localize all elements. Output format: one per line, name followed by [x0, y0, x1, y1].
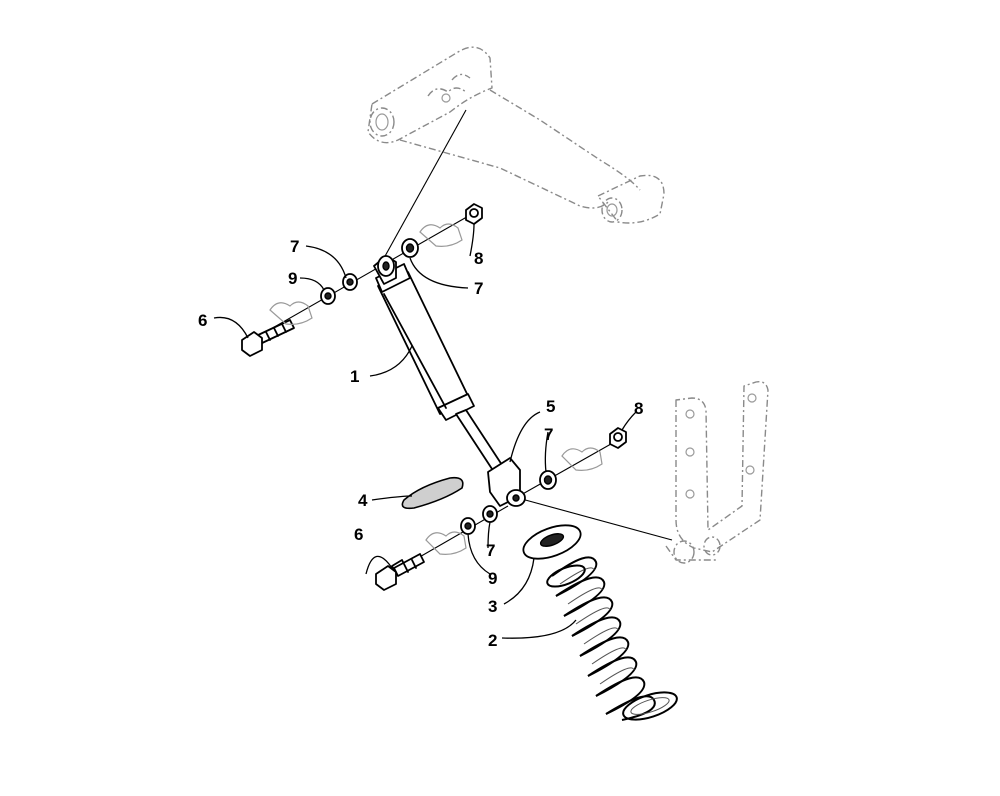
callout-9-top: 9 — [288, 269, 297, 288]
callout-2: 2 — [488, 631, 497, 650]
callout-3: 3 — [488, 597, 497, 616]
callout-7-bottom: 7 — [486, 541, 495, 560]
callout-7-top-left: 7 — [290, 237, 299, 256]
callout-6-top: 6 — [198, 311, 207, 330]
bottom-washer-right — [539, 470, 557, 490]
frame-bracket-reference — [665, 380, 769, 564]
top-nut — [465, 203, 483, 225]
spring-retainer — [522, 524, 582, 560]
bottom-bushing-washer — [460, 517, 476, 535]
bottom-bolt — [375, 553, 425, 591]
bottom-mounting-tab-right — [561, 447, 603, 471]
callout-6-bottom: 6 — [354, 525, 363, 544]
top-washer-right — [401, 238, 419, 258]
top-mounting-tab-right — [419, 223, 463, 247]
upper-a-arm-reference — [367, 46, 665, 224]
spring-seat-plate — [401, 476, 464, 510]
callout-labels: 1 2 3 4 5 6 6 7 7 7 7 8 8 9 9 — [198, 237, 643, 650]
top-washer-left — [342, 273, 358, 291]
top-bolt — [241, 319, 295, 357]
bottom-washer-left — [482, 505, 498, 523]
callout-7-top-right: 7 — [474, 279, 483, 298]
callout-7-mid-right: 7 — [544, 425, 553, 444]
top-bushing-left-washer — [320, 287, 336, 305]
callout-9-bottom: 9 — [488, 569, 497, 588]
callout-4: 4 — [358, 491, 368, 510]
shock-absorber — [373, 255, 526, 507]
coil-spring — [546, 556, 678, 721]
callout-8-top: 8 — [474, 249, 483, 268]
bottom-nut — [609, 427, 627, 449]
callout-8-bottom: 8 — [634, 399, 643, 418]
bottom-mounting-tab-left — [425, 531, 467, 555]
callout-1: 1 — [350, 367, 359, 386]
top-mounting-tab-left — [269, 301, 313, 325]
assembly-axis-lines — [247, 109, 673, 567]
leader-lines — [213, 223, 637, 639]
callout-5: 5 — [546, 397, 555, 416]
